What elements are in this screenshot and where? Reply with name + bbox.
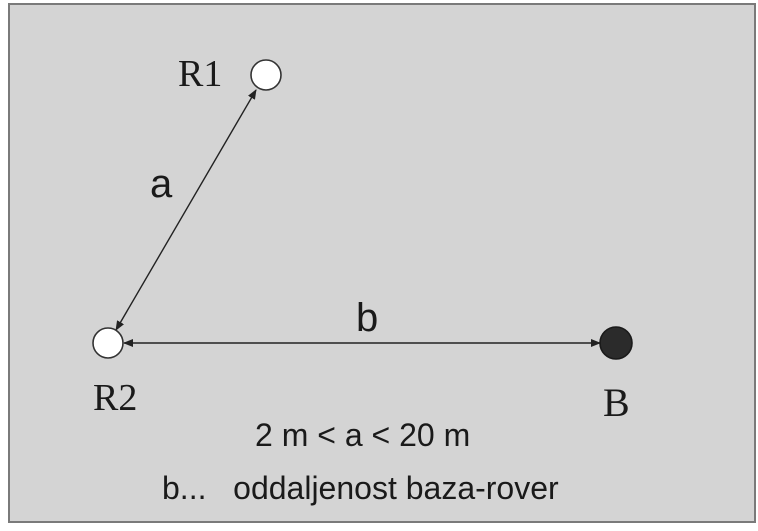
segment-b-label: b [356, 296, 378, 340]
segment-a-label: a [150, 162, 173, 206]
r2-label: R2 [93, 377, 137, 419]
rover-r2-point [92, 327, 124, 359]
r1-label: R1 [178, 53, 222, 95]
base-b-point [599, 326, 633, 360]
constraint-note: 2 m < a < 20 m [255, 417, 470, 453]
segment-a-arrow [115, 89, 257, 331]
legend-note: b... oddaljenost baza-rover [162, 470, 559, 506]
rover-r1-point [250, 59, 282, 91]
base-label: B [603, 380, 630, 425]
